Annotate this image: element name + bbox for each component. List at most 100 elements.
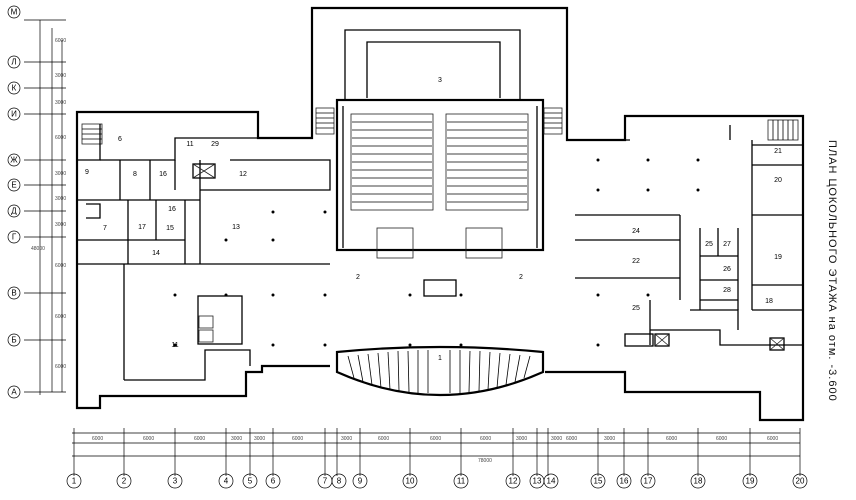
axis-bubble: Е xyxy=(7,178,21,192)
room-label: 17 xyxy=(138,224,146,231)
svg-text:3: 3 xyxy=(173,477,178,486)
room-label: 26 xyxy=(723,266,731,273)
room-label: 7 xyxy=(103,225,107,232)
svg-text:9: 9 xyxy=(358,477,363,486)
axis-bubble: 19 xyxy=(742,473,758,489)
axis-bubble: Г xyxy=(7,230,21,244)
bottom-dim-text: 6000 xyxy=(716,436,727,442)
axis-bubble: Ж xyxy=(7,153,21,167)
room-label: 11 xyxy=(186,141,193,148)
plan-title-text: ПЛАН ЦОКОЛЬНОГО ЭТАЖА на отм. -3.600 xyxy=(826,140,838,402)
axis-bubble: 20 xyxy=(792,473,808,489)
svg-text:Ж: Ж xyxy=(10,156,18,165)
room-label: 9 xyxy=(85,169,89,176)
axis-bubble: 11 xyxy=(453,473,469,489)
axis-bubble: А xyxy=(7,385,21,399)
room-label: 2 xyxy=(356,274,360,281)
left-wing-walls xyxy=(77,124,331,381)
left-dim-text: 6000 xyxy=(55,38,66,44)
left-dim-text: 3000 xyxy=(55,222,66,228)
axis-bubble: 1 xyxy=(66,473,82,489)
room-label: 19 xyxy=(774,254,782,261)
axis-bubble: М xyxy=(7,5,21,19)
room-label: 6 xyxy=(118,136,122,143)
svg-text:Е: Е xyxy=(11,181,16,190)
axis-bubble: 6 xyxy=(265,473,281,489)
bottom-dim-text: 6000 xyxy=(143,436,154,442)
axis-bubble: 17 xyxy=(640,473,656,489)
bottom-dim-text: 3000 xyxy=(231,436,242,442)
svg-text:17: 17 xyxy=(644,477,653,486)
plan-title: ПЛАН ЦОКОЛЬНОГО ЭТАЖА на отм. -3.600 xyxy=(824,140,840,410)
right-wing-walls xyxy=(575,125,803,351)
left-dim-text: 6000 xyxy=(55,314,66,320)
room-label: 8 xyxy=(133,171,137,178)
bottom-dim-text: 6000 xyxy=(566,436,577,442)
axis-bubble: Д xyxy=(7,204,21,218)
left-dim-text: 6000 xyxy=(55,135,66,141)
axis-bubble: 14 xyxy=(543,473,559,489)
bottom-dim-text: 6000 xyxy=(767,436,778,442)
axis-bubble: 9 xyxy=(352,473,368,489)
axis-bubble: 5 xyxy=(242,473,258,489)
svg-text:К: К xyxy=(12,84,17,93)
svg-text:16: 16 xyxy=(620,477,629,486)
foyer-stairs xyxy=(347,350,531,393)
room-label: 18 xyxy=(765,298,773,305)
room-label: 27 xyxy=(723,241,731,248)
bottom-dim-text: 6000 xyxy=(480,436,491,442)
room-label: 24 xyxy=(632,228,640,235)
left-dim-text: 6000 xyxy=(55,364,66,370)
svg-text:6: 6 xyxy=(271,477,276,486)
bottom-dim-text: 6000 xyxy=(430,436,441,442)
room-label: 1 xyxy=(438,355,442,362)
svg-text:Л: Л xyxy=(11,58,16,67)
left-axis-strip: 6000 3000 3000 6000 3000 3000 3000 6000 … xyxy=(7,5,66,399)
bottom-dim-text: 3000 xyxy=(341,436,352,442)
svg-text:2: 2 xyxy=(122,477,127,486)
left-total-dim: 48000 xyxy=(31,246,45,252)
bottom-dim-text: 6000 xyxy=(194,436,205,442)
axis-bubble: 3 xyxy=(167,473,183,489)
bottom-dim-text: 6000 xyxy=(378,436,389,442)
axis-bubble: 4 xyxy=(218,473,234,489)
room-label: 22 xyxy=(632,258,640,265)
axis-bubble: 13 xyxy=(529,473,545,489)
bottom-total-dim: 78000 xyxy=(478,458,492,464)
axis-bubble: 12 xyxy=(505,473,521,489)
svg-text:Г: Г xyxy=(12,233,17,242)
bottom-dim-text: 3000 xyxy=(604,436,615,442)
column-dots xyxy=(173,158,700,347)
svg-text:14: 14 xyxy=(547,477,556,486)
svg-text:20: 20 xyxy=(796,477,805,486)
axis-bubble: К xyxy=(7,81,21,95)
bottom-dim-text: 3000 xyxy=(551,436,562,442)
svg-text:10: 10 xyxy=(406,477,415,486)
axis-bubble: 18 xyxy=(690,473,706,489)
bottom-dim-text: 3000 xyxy=(516,436,527,442)
room-label: 25 xyxy=(632,305,640,312)
left-dim-text: 3000 xyxy=(55,171,66,177)
svg-text:8: 8 xyxy=(337,477,342,486)
axis-bubble: И xyxy=(7,107,21,121)
axis-bubble: 15 xyxy=(590,473,606,489)
svg-text:13: 13 xyxy=(533,477,542,486)
axis-bubble: 8 xyxy=(331,473,347,489)
svg-text:19: 19 xyxy=(746,477,755,486)
axis-bubble: 16 xyxy=(616,473,632,489)
left-dim-text: 6000 xyxy=(55,263,66,269)
room-label: 28 xyxy=(723,287,731,294)
room-label: 21 xyxy=(774,148,782,155)
room-label: 20 xyxy=(774,177,782,184)
left-dim-text: 3000 xyxy=(55,100,66,106)
room-label: 13 xyxy=(232,224,240,231)
room-label: 25 xyxy=(705,241,713,248)
axis-bubble: 2 xyxy=(116,473,132,489)
room-labels: 1 2 2 3 6 7 8 9 11 11 12 13 14 15 16 16 … xyxy=(85,77,782,362)
svg-text:И: И xyxy=(11,110,17,119)
svg-text:15: 15 xyxy=(594,477,603,486)
bottom-dim-text: 3000 xyxy=(254,436,265,442)
room-label: 15 xyxy=(166,225,174,232)
axis-bubble: Б xyxy=(7,333,21,347)
